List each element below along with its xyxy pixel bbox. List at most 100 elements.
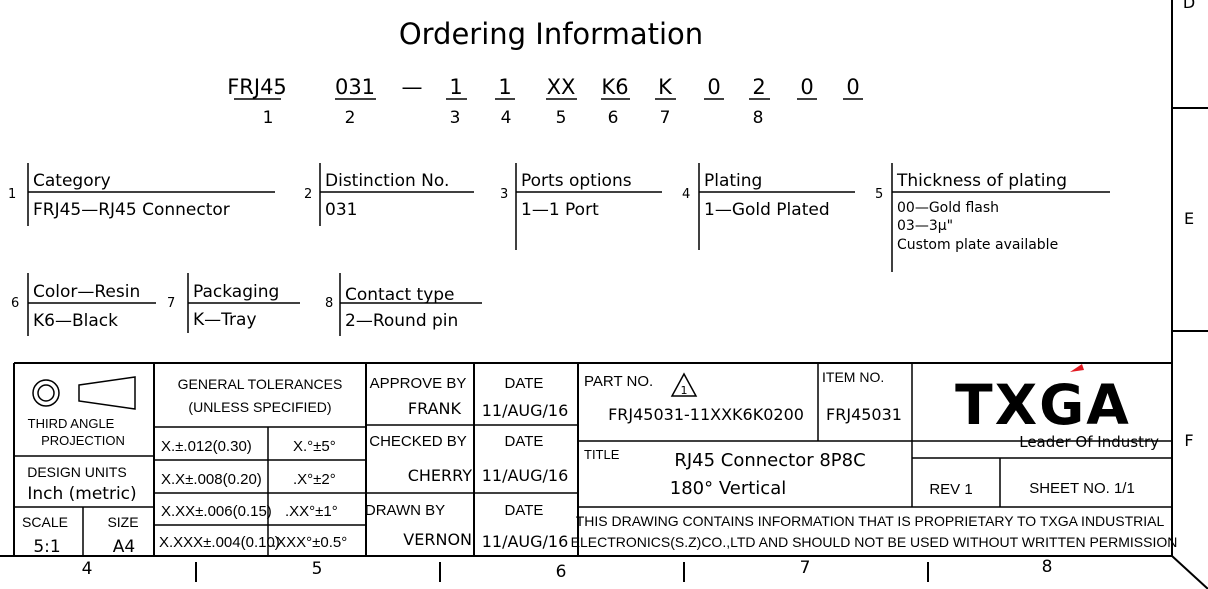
zone-label-d: D: [1183, 0, 1195, 12]
date-label: DATE: [505, 433, 544, 450]
zone-label: 7: [800, 558, 811, 578]
zone-label: 5: [312, 559, 323, 579]
code-index: 4: [501, 108, 512, 128]
tolerance-angular: .XX°±1°: [285, 503, 338, 520]
code-index: 7: [660, 108, 671, 128]
drawing-title-line: 180° Vertical: [670, 478, 786, 499]
third-angle-projection-icon: [32, 376, 136, 410]
tolerance-header: GENERAL TOLERANCES: [178, 376, 343, 392]
section-lines: [27, 163, 1110, 336]
section-value: 2—Round pin: [345, 311, 458, 331]
code-part: 0: [846, 75, 859, 99]
item-no-label: ITEM NO.: [822, 369, 884, 385]
section-number: 2: [304, 187, 312, 202]
approve-name: FRANK: [408, 399, 462, 418]
scale-label: SCALE: [22, 514, 68, 530]
title-label: TITLE: [584, 447, 620, 462]
code-part: K6: [601, 75, 628, 99]
size-label: SIZE: [107, 514, 138, 530]
section-number: 4: [682, 187, 690, 202]
section-number: 3: [500, 187, 508, 202]
zone-label: 6: [556, 562, 567, 582]
projection-label: THIRD ANGLE: [28, 416, 115, 431]
section-value: 031: [325, 200, 357, 220]
drawn-label: DRAWN BY: [365, 502, 445, 519]
code-part: XX: [547, 75, 576, 99]
code-part: K: [658, 75, 673, 99]
svg-text:1: 1: [681, 384, 688, 397]
code-index: 2: [345, 108, 356, 128]
tolerance-angular: .X°±2°: [293, 471, 336, 488]
logo-tagline: Leader Of Industry: [1019, 433, 1159, 451]
date-label: DATE: [505, 375, 544, 392]
drawn-name: VERNON: [403, 530, 472, 549]
section-label-distinction: Distinction No.: [325, 171, 449, 191]
code-index: 6: [608, 108, 619, 128]
code-part: 1: [498, 75, 511, 99]
section-value: 1—1 Port: [521, 200, 599, 220]
section-number: 5: [875, 187, 883, 202]
page-title: Ordering Information: [399, 17, 703, 51]
code-part: 1: [449, 75, 462, 99]
zone-label: 8: [1042, 557, 1053, 577]
bottom-zone-ticks: [195, 562, 929, 582]
code-index: 5: [556, 108, 567, 128]
code-index: 1: [263, 108, 274, 128]
tolerance-header: (UNLESS SPECIFIED): [188, 399, 331, 415]
code-separator: —: [402, 75, 423, 99]
tolerance-linear: X.XX±.006(0.15): [161, 503, 272, 520]
title-block-grid: [14, 363, 1172, 556]
section-value: 1—Gold Plated: [704, 200, 830, 220]
item-number: FRJ45031: [826, 405, 902, 424]
code-part: 031: [335, 75, 375, 99]
section-label-category: Category: [33, 171, 111, 191]
zone-label-f: F: [1184, 431, 1193, 450]
section-label-plating: Plating: [704, 171, 762, 191]
checked-label: CHECKED BY: [369, 433, 467, 450]
tolerance-angular: X.°±5°: [293, 438, 336, 455]
date-label: DATE: [505, 502, 544, 519]
section-number: 8: [325, 296, 333, 311]
zone-label-e: E: [1184, 209, 1194, 228]
code-part: FRJ45: [227, 75, 287, 99]
code-part: 2: [752, 75, 765, 99]
revision-triangle-icon: 1: [670, 372, 698, 397]
approve-label: APPROVE BY: [370, 375, 467, 392]
code-index: 3: [450, 108, 461, 128]
section-label-thickness: Thickness of plating: [896, 171, 1067, 191]
section-value: Custom plate available: [897, 237, 1058, 253]
section-value: K—Tray: [193, 310, 257, 330]
size-value: A4: [113, 537, 135, 557]
tolerance-angular: .XXX°±0.5°: [272, 534, 347, 551]
section-number: 7: [167, 296, 175, 311]
section-number: 1: [8, 187, 16, 202]
proprietary-notice: THIS DRAWING CONTAINS INFORMATION THAT I…: [576, 513, 1165, 529]
tolerance-linear: X.X±.008(0.20): [161, 471, 262, 488]
section-label-color: Color—Resin: [33, 282, 140, 302]
scale-value: 5:1: [33, 537, 60, 557]
section-label-contact: Contact type: [345, 285, 455, 305]
design-units-label: DESIGN UNITS: [27, 464, 127, 480]
section-label-ports: Ports options: [521, 171, 632, 191]
projection-label: PROJECTION: [41, 433, 125, 448]
proprietary-notice: ELECTRONICS(S.Z)CO.,LTD AND SHOULD NOT B…: [571, 534, 1178, 550]
section-value: 00—Gold flash: [897, 200, 999, 216]
approve-date: 11/AUG/16: [482, 401, 569, 420]
drawing-title-line: RJ45 Connector 8P8C: [674, 450, 865, 471]
code-part: 0: [800, 75, 813, 99]
section-number: 6: [11, 296, 19, 311]
section-value: FRJ45—RJ45 Connector: [33, 200, 230, 220]
design-units-value: Inch (metric): [27, 484, 136, 504]
txga-logo: TXGA: [955, 373, 1131, 437]
zone-label: 4: [82, 559, 93, 579]
section-value: 03—3μ": [897, 218, 953, 234]
ordering-code: FRJ45 031 — 1 1 XX K6 K 0 2 0 0 1 2 3 4 …: [227, 75, 863, 128]
revision: REV 1: [929, 481, 972, 498]
code-index: 8: [753, 108, 764, 128]
checked-name: CHERRY: [408, 466, 473, 485]
logo-accent: [1070, 364, 1084, 372]
code-part: 0: [707, 75, 720, 99]
sheet-number: SHEET NO. 1/1: [1029, 480, 1135, 497]
tolerance-linear: X.±.012(0.30): [161, 438, 252, 455]
